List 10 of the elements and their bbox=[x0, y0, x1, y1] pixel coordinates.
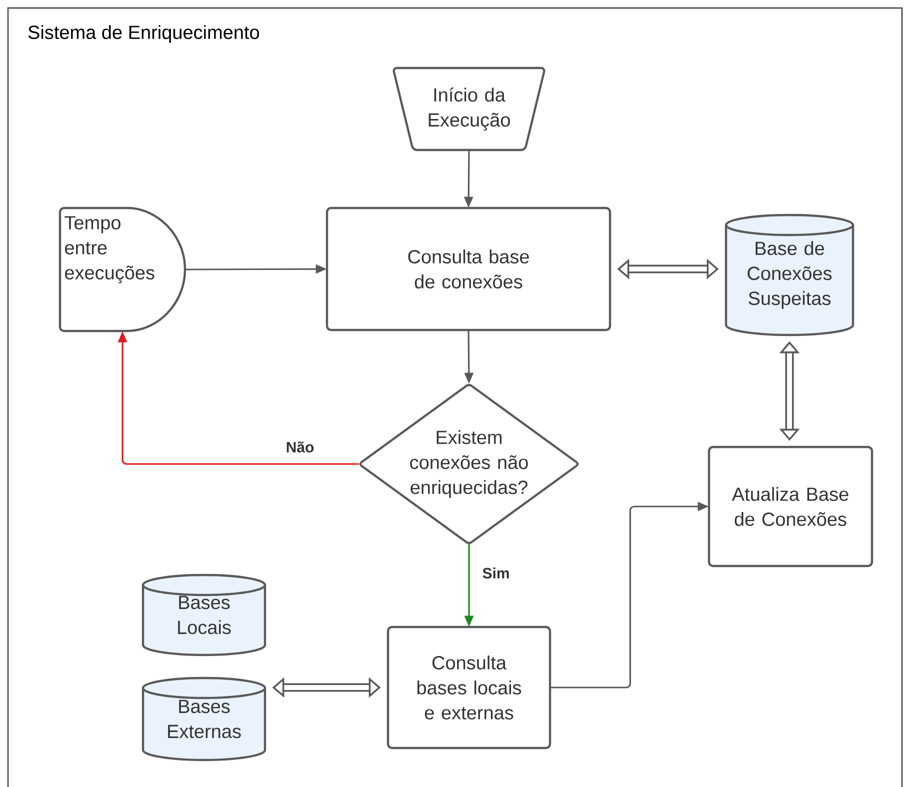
frame-title: Sistema de Enriquecimento bbox=[28, 25, 260, 43]
database-cylinder: Bases Locais bbox=[142, 574, 266, 656]
database-cylinder: Bases Externas bbox=[142, 676, 266, 762]
start-trapezoid: Início da Execução bbox=[392, 66, 546, 152]
database-cylinder: Base de Conexões Suspeitas bbox=[724, 214, 854, 336]
edge-label: Sim bbox=[481, 566, 511, 580]
edge-label: Não bbox=[284, 440, 316, 454]
process-box: Consulta base de conexões bbox=[326, 206, 612, 332]
process-box: Consulta bases locais e externas bbox=[386, 626, 552, 750]
process-box: Atualiza Base de Conexões bbox=[708, 446, 874, 568]
